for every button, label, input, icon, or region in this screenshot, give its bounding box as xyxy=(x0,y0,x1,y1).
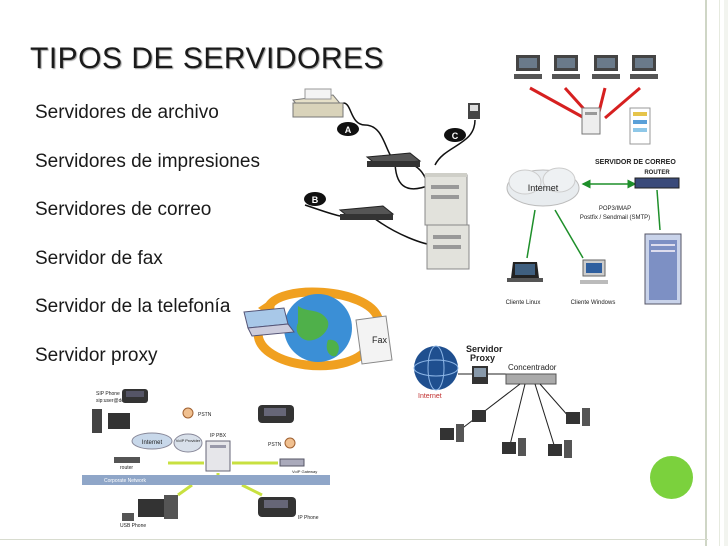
svg-text:Concentrador: Concentrador xyxy=(508,363,557,372)
file-server-star-diagram xyxy=(514,55,658,145)
list-item: Servidor de la telefonía xyxy=(35,296,231,317)
slide-border-bottom xyxy=(0,539,708,540)
svg-text:USB Phone: USB Phone xyxy=(120,523,146,529)
svg-text:A: A xyxy=(345,125,352,135)
slide-border-edge xyxy=(724,0,728,546)
server-icon xyxy=(581,107,601,135)
telephony-diagram: SIP Phone sip:user@domain Internet route… xyxy=(82,389,330,529)
svg-text:IP Phone: IP Phone xyxy=(298,515,319,521)
usb-phone-icon xyxy=(122,513,134,521)
svg-text:sip:user@domain: sip:user@domain xyxy=(96,398,135,404)
corporate-network-bar: Corporate Network xyxy=(82,475,330,485)
svg-text:VoIP Gateway: VoIP Gateway xyxy=(292,469,317,474)
phone-icon xyxy=(122,389,148,403)
fax-device-icon xyxy=(468,103,480,119)
svg-text:Internet: Internet xyxy=(418,393,442,400)
computer-icon xyxy=(580,259,608,284)
svg-text:Cliente Linux: Cliente Linux xyxy=(506,300,541,306)
decorative-green-circle xyxy=(650,456,693,499)
svg-text:B: B xyxy=(312,195,319,205)
computer-icon xyxy=(502,438,526,456)
list-item: Servidores de correo xyxy=(35,199,212,220)
phone-icon xyxy=(258,405,294,423)
svg-text:Internet: Internet xyxy=(142,440,163,446)
svg-text:Proxy: Proxy xyxy=(470,353,495,363)
files-icon xyxy=(629,107,651,145)
computer-icon xyxy=(592,55,620,79)
list-item: Servidores de impresiones xyxy=(35,150,260,172)
computer-icon xyxy=(552,55,580,79)
svg-text:PSTN: PSTN xyxy=(198,412,212,418)
label-c-icon: C xyxy=(444,128,466,142)
svg-text:Servidor: Servidor xyxy=(466,344,503,354)
computer-icon xyxy=(138,495,178,519)
hub-icon xyxy=(365,152,422,167)
list-item: Servidores de archivo xyxy=(35,102,219,123)
svg-text:POP3/IMAP: POP3/IMAP xyxy=(599,206,631,212)
computer-icon xyxy=(566,408,590,426)
slide-border-right xyxy=(705,0,720,546)
mail-server-tower-icon xyxy=(644,233,682,305)
computer-icon xyxy=(472,410,486,422)
fax-document-icon: Fax xyxy=(355,315,393,365)
computer-icon xyxy=(548,440,572,458)
computer-icon xyxy=(440,424,464,442)
printer-network-diagram: A B C xyxy=(292,88,480,270)
printer-icon xyxy=(292,88,344,118)
laptop-icon xyxy=(507,262,543,282)
router-icon: ROUTER xyxy=(634,170,680,189)
svg-text:router: router xyxy=(120,465,133,471)
proxy-server-icon xyxy=(472,366,488,384)
svg-text:SERVIDOR DE CORREO: SERVIDOR DE CORREO xyxy=(595,159,676,166)
globe-icon xyxy=(413,345,459,391)
label-b-icon: B xyxy=(304,192,326,206)
voip-gateway-icon xyxy=(279,458,305,467)
hub-icon xyxy=(505,373,557,385)
server-types-list: Servidores de archivo Servidores de impr… xyxy=(35,100,260,391)
svg-text:Internet: Internet xyxy=(528,183,559,193)
list-item: Servidor proxy xyxy=(35,344,158,366)
pstn-icon xyxy=(284,437,296,449)
internet-cloud-icon: Internet xyxy=(506,167,580,207)
server-box-icon xyxy=(424,173,468,226)
proxy-server-diagram: Internet Servidor Proxy Concentrador xyxy=(413,344,590,458)
label-a-icon: A xyxy=(337,122,359,136)
proxy-links xyxy=(459,383,571,449)
svg-text:Fax: Fax xyxy=(372,335,388,345)
svg-text:Corporate Network: Corporate Network xyxy=(104,478,146,484)
laptop-icon xyxy=(243,307,295,337)
svg-text:Postfix / Sendmail (SMTP): Postfix / Sendmail (SMTP) xyxy=(580,215,650,221)
pstn-icon xyxy=(182,407,194,419)
fax-globe-graphic: Fax xyxy=(243,287,393,371)
ip-pbx-server-icon xyxy=(205,440,231,472)
computer-icon xyxy=(514,55,542,79)
svg-text:ROUTER: ROUTER xyxy=(644,170,670,176)
svg-text:VoIP Provider: VoIP Provider xyxy=(176,438,201,443)
svg-text:PSTN: PSTN xyxy=(268,442,282,448)
globe-icon xyxy=(284,294,352,362)
svg-text:C: C xyxy=(452,131,459,141)
internet-cloud-icon: Internet xyxy=(131,432,173,450)
computer-icon xyxy=(92,409,130,433)
voip-provider-icon: VoIP Provider xyxy=(173,433,203,453)
list-item: Servidor de fax xyxy=(35,247,163,269)
hub-icon xyxy=(338,205,395,220)
svg-text:Cliente Windows: Cliente Windows xyxy=(571,300,616,306)
phone-icon xyxy=(258,497,296,517)
svg-text:IP PBX: IP PBX xyxy=(210,433,227,439)
slide-title: TIPOS DE SERVIDORES xyxy=(30,42,385,75)
router-icon xyxy=(114,457,140,463)
server-box-icon xyxy=(426,224,470,270)
mail-server-diagram: SERVIDOR DE CORREO Internet ROUTER POP3/… xyxy=(506,159,682,306)
svg-text:SIP Phone: SIP Phone xyxy=(96,391,120,397)
computer-icon xyxy=(630,55,658,79)
